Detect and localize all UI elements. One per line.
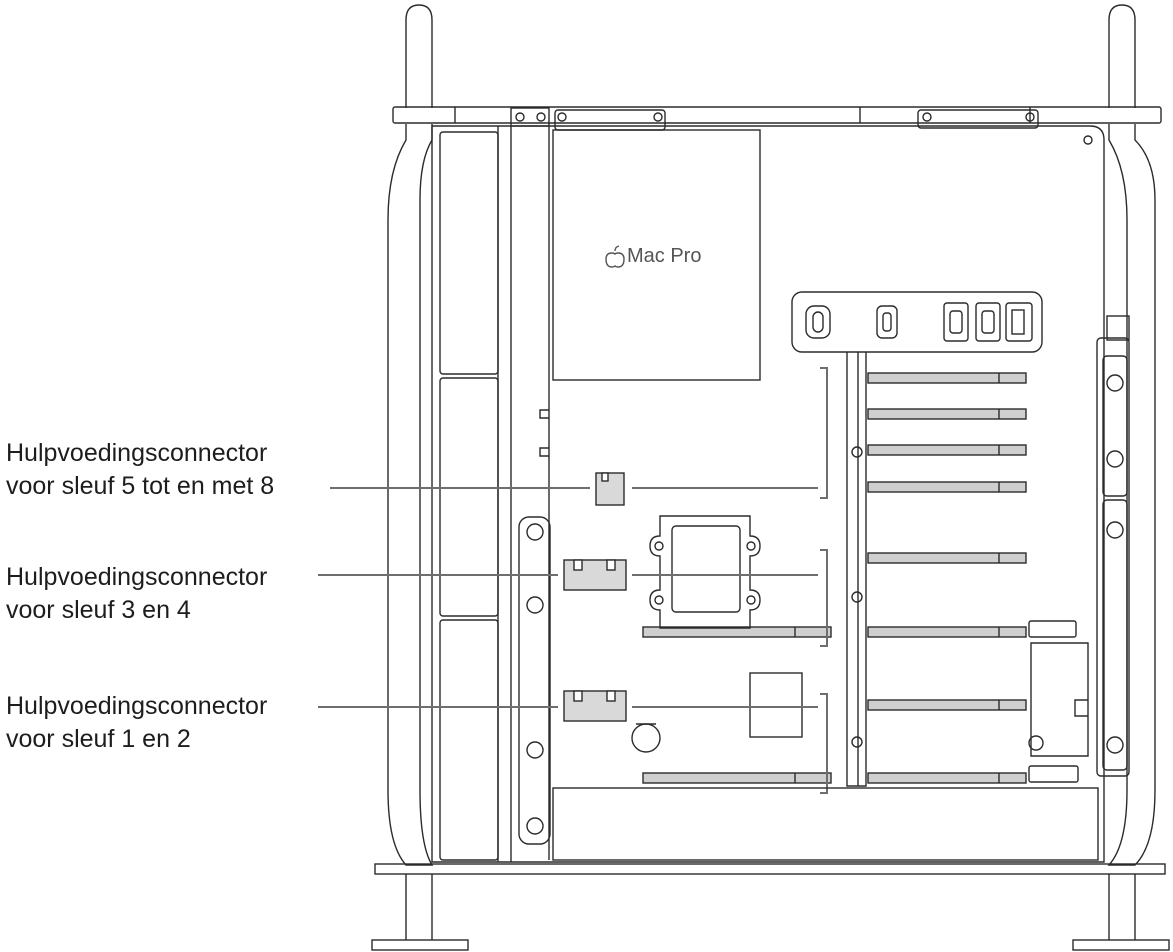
- side-module: [1030, 642, 1089, 757]
- right-foot: [1072, 939, 1170, 951]
- io-port-1: [805, 305, 831, 339]
- pcie-bracket: [846, 352, 867, 787]
- pcie-slot-2: [867, 699, 1027, 711]
- callout-label-line1: Hulpvoedingsconnector: [6, 563, 268, 591]
- slot-group-brackets: [820, 367, 828, 794]
- pcie-slot-3: [867, 626, 1027, 638]
- pcie-slot-4: [867, 552, 1027, 564]
- bracket-slots-3-4: [820, 549, 828, 647]
- aux-power-connector-slots-5-8: [595, 472, 625, 506]
- pcie-slot-left-upper: [642, 626, 832, 638]
- top-bracket-right: [917, 109, 1039, 129]
- mac-pro-logo: Mac Pro: [627, 245, 701, 267]
- right-handle: [1108, 4, 1136, 108]
- bay-bottom: [439, 619, 499, 861]
- top-bracket: [554, 109, 666, 131]
- pcie-slot-7: [867, 408, 1027, 420]
- callout-label-line1: Hulpvoedingsconnector: [6, 439, 268, 467]
- rail-bracket-top: [510, 107, 550, 127]
- frame-handles: [371, 4, 1170, 951]
- aux-power-connectors: [563, 472, 627, 722]
- small-connector-1: [1028, 620, 1077, 638]
- callout-lines: [318, 487, 818, 708]
- callout-label-line2: voor sleuf 5 tot en met 8: [6, 472, 275, 500]
- pcie-slot-8: [867, 372, 1027, 384]
- bottom-housing: [552, 787, 1099, 861]
- small-connector-2: [1028, 765, 1079, 783]
- housing: [431, 107, 1105, 863]
- bay-top: [439, 131, 499, 375]
- left-handle-lower: [387, 124, 434, 866]
- bracket-slots-5-8: [820, 367, 828, 499]
- io-port-2: [876, 305, 898, 339]
- right-leg: [1108, 874, 1136, 940]
- pcie-slot-1: [867, 772, 1027, 784]
- cpu-socket: [649, 515, 761, 629]
- right-handle-lower: [1107, 124, 1156, 866]
- left-handle: [405, 4, 433, 108]
- battery: [631, 723, 661, 753]
- left-foot: [371, 939, 469, 951]
- callout-label-slots-3-4: Hulpvoedingsconnector voor sleuf 3 en 4: [6, 561, 267, 627]
- mac-pro-label-panel: Mac Pro: [552, 129, 761, 381]
- top-bar: [392, 106, 1162, 124]
- callout-label-line2: voor sleuf 3 en 4: [6, 596, 191, 624]
- callout-label-line1: Hulpvoedingsconnector: [6, 692, 268, 720]
- chip: [749, 672, 803, 738]
- vertical-rail: [497, 126, 550, 862]
- aux-power-connector-slots-1-2: [563, 690, 627, 722]
- right-side-rails: [1096, 315, 1130, 777]
- callout-label-slots-5-8: Hulpvoedingsconnector voor sleuf 5 tot e…: [6, 437, 274, 503]
- rail-screw-strip: [518, 516, 551, 845]
- pcie-slot-5: [867, 481, 1027, 493]
- left-leg: [405, 874, 433, 940]
- board-components: [552, 620, 1099, 861]
- bottom-bar: [374, 863, 1166, 875]
- callout-label-line2: voor sleuf 1 en 2: [6, 725, 191, 753]
- logic-board-outline: [431, 125, 1105, 863]
- pcie-slot-left-lower: [642, 772, 832, 784]
- apple-logo-icon: [605, 245, 625, 268]
- io-port-3: [943, 302, 969, 342]
- bay-middle: [439, 377, 499, 617]
- io-port-4: [975, 302, 1001, 342]
- aux-power-connector-slots-3-4: [563, 559, 627, 591]
- bracket-slots-1-2: [820, 693, 828, 794]
- pcie-slot-6: [867, 444, 1027, 456]
- io-port-5: [1005, 302, 1033, 342]
- pcie-slots: [642, 372, 1027, 784]
- io-card: [791, 291, 1043, 353]
- callout-label-slots-1-2: Hulpvoedingsconnector voor sleuf 1 en 2: [6, 690, 267, 756]
